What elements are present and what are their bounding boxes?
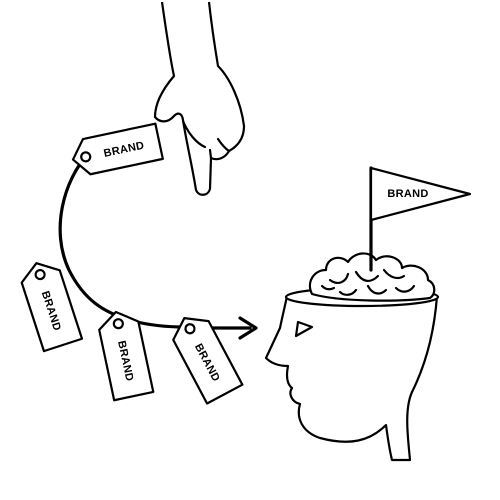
hand-illustration	[153, 1, 246, 196]
brand-flag: BRAND	[369, 166, 472, 272]
head-illustration	[264, 286, 440, 462]
flag-label: BRAND	[387, 188, 428, 200]
brand-tag-2: BRAND	[20, 262, 84, 353]
brand-tag-4: BRAND	[172, 317, 244, 405]
tag-string	[58, 152, 187, 329]
brain-icon	[308, 252, 436, 302]
brand-tag-3: BRAND	[98, 310, 155, 402]
eye-icon	[294, 320, 314, 338]
brand-tag-1: BRAND	[71, 122, 164, 176]
